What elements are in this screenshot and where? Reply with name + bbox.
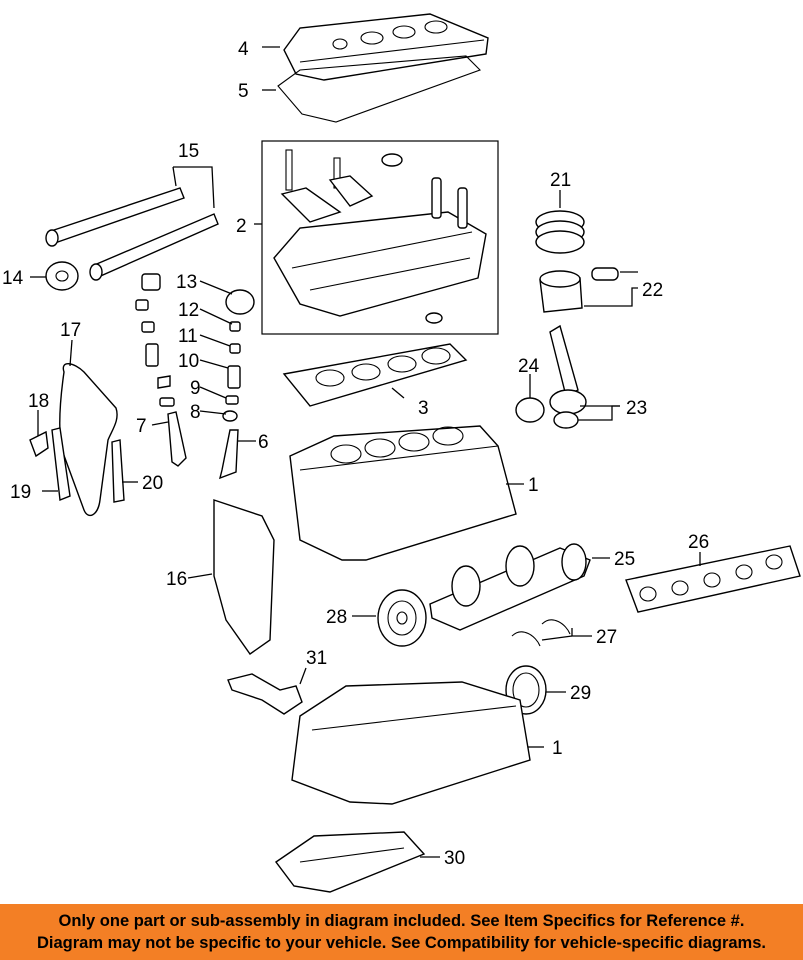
disclaimer-line-2: Diagram may not be specific to your vehi… (37, 934, 766, 952)
callout-12: 12 (178, 300, 199, 321)
callout-7: 7 (136, 416, 147, 437)
thrust-washers (511, 619, 571, 647)
callout-25: 25 (614, 549, 635, 570)
callout-8: 8 (190, 402, 201, 423)
camshafts (45, 187, 219, 281)
callout-numbers: 4 5 15 2 21 14 13 22 12 17 11 10 24 9 18… (2, 39, 709, 869)
callout-1-oil-pan: 1 (552, 738, 563, 759)
oil-pan (275, 831, 426, 893)
callout-6: 6 (258, 432, 269, 453)
valvetrain-small-parts (135, 273, 255, 480)
engine-block (289, 425, 517, 561)
exploded-engine-drawing: 4 5 15 2 21 14 13 22 12 17 11 10 24 9 18… (2, 13, 801, 893)
callout-31: 31 (306, 648, 327, 669)
callout-4: 4 (238, 39, 249, 60)
callout-16: 16 (166, 569, 187, 590)
chain-tensioner (29, 430, 49, 458)
cylinder-head-box (261, 140, 499, 335)
piston (539, 267, 619, 313)
callout-15: 15 (178, 141, 199, 162)
callout-11: 11 (178, 326, 198, 347)
callout-19: 19 (10, 482, 31, 503)
valve-cover (283, 13, 489, 81)
connecting-rod (515, 324, 587, 429)
crankshaft (429, 543, 591, 631)
timing-cover (213, 499, 275, 655)
callout-5: 5 (238, 81, 249, 102)
oil-pickup (227, 673, 303, 715)
callout-21: 21 (550, 170, 571, 191)
disclaimer-line-1: Only one part or sub-assembly in diagram… (58, 912, 745, 930)
callout-30: 30 (444, 848, 465, 869)
callout-9: 9 (190, 378, 201, 399)
callout-20: 20 (142, 473, 163, 494)
callout-22: 22 (642, 280, 663, 301)
crank-pulley (377, 589, 427, 647)
cylinder-head (273, 149, 487, 324)
valve-cover-gasket (277, 55, 482, 123)
piston-rings (535, 210, 585, 254)
callout-29: 29 (570, 683, 591, 704)
callout-26: 26 (688, 532, 709, 553)
callout-3: 3 (418, 398, 429, 419)
callout-14: 14 (2, 268, 24, 289)
callout-10: 10 (178, 351, 199, 372)
callout-28: 28 (326, 607, 347, 628)
oil-pan-upper (291, 681, 531, 805)
chain-guide-left (51, 427, 71, 501)
callout-18: 18 (28, 391, 49, 412)
callout-17: 17 (60, 320, 81, 341)
head-gasket (282, 343, 468, 407)
main-bearings (625, 545, 801, 613)
callout-23: 23 (626, 398, 647, 419)
callout-24: 24 (518, 356, 540, 377)
callout-1-block: 1 (528, 475, 539, 496)
chain-guide-right (111, 439, 125, 503)
callout-13: 13 (176, 272, 197, 293)
camshaft-sprocket (45, 261, 79, 291)
leader-lines (30, 46, 701, 858)
callout-27: 27 (596, 627, 617, 648)
callout-2: 2 (236, 216, 247, 237)
disclaimer-banner: Only one part or sub-assembly in diagram… (0, 904, 803, 960)
